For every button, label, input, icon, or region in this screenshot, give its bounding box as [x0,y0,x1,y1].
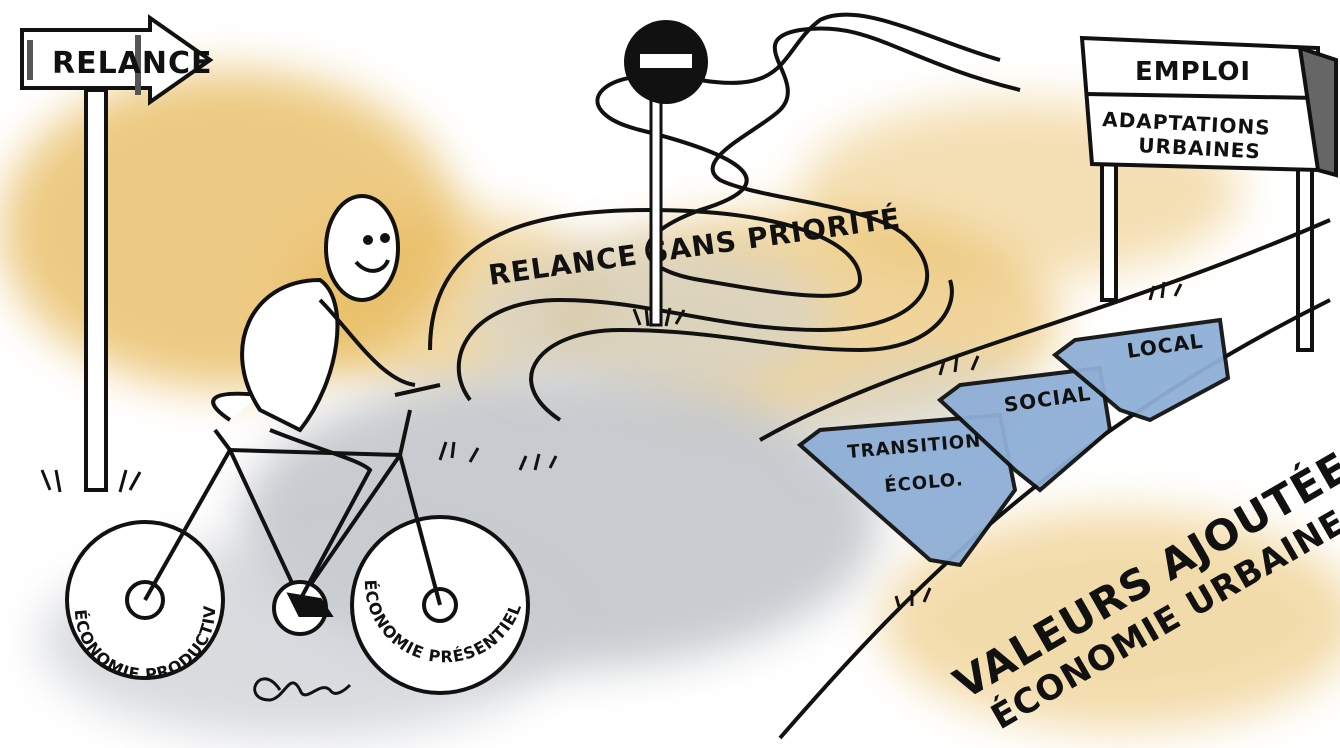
relance-sign-label: RELANCE [52,46,213,81]
billboard-line1: EMPLOI [1135,57,1251,87]
head [326,196,398,300]
